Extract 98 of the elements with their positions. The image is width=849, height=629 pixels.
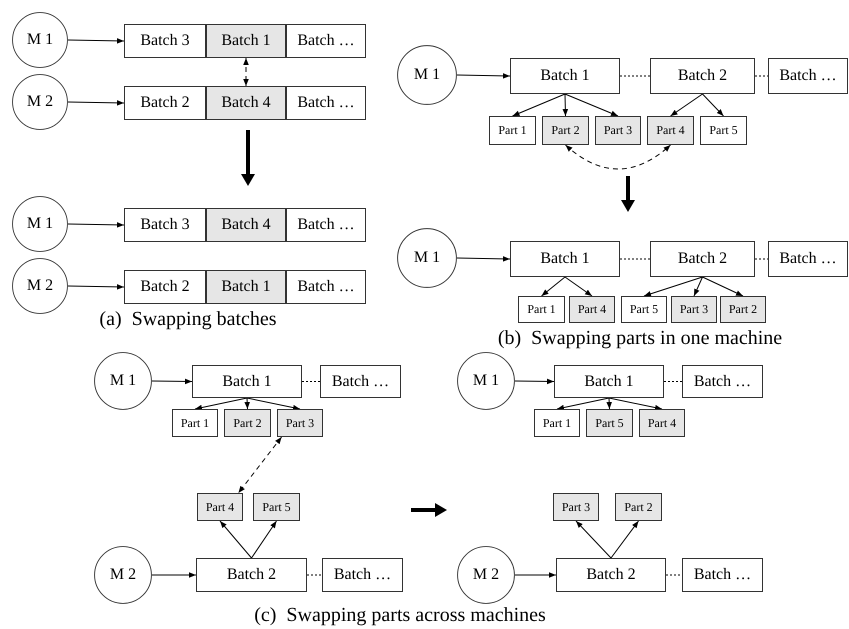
arrow bbox=[220, 520, 252, 558]
batch-box: Batch 3 bbox=[124, 24, 206, 58]
part-box: Part 2 bbox=[615, 493, 662, 521]
part-box: Part 2 bbox=[542, 116, 589, 145]
machine-circle: M 1 bbox=[12, 196, 68, 252]
part-box: Part 5 bbox=[700, 116, 747, 145]
arrow bbox=[68, 222, 124, 228]
connector-line bbox=[620, 258, 650, 260]
batch-box: Batch … bbox=[286, 86, 366, 120]
connector-line bbox=[664, 381, 682, 382]
machine-circle: M 2 bbox=[457, 546, 515, 604]
batch-box: Batch 2 bbox=[124, 270, 206, 304]
figure-caption: (b) Swapping parts in one machine bbox=[498, 327, 782, 350]
batch-box: Batch 4 bbox=[206, 86, 286, 120]
batch-box: Batch 4 bbox=[206, 208, 286, 242]
batch-box: Batch 1 bbox=[206, 24, 286, 58]
arrow bbox=[576, 520, 612, 558]
connector-line bbox=[666, 574, 682, 576]
arrow bbox=[514, 378, 554, 384]
arrow bbox=[194, 398, 248, 410]
part-box: Part 4 bbox=[639, 409, 685, 437]
arrow bbox=[512, 94, 566, 116]
arrow bbox=[670, 94, 703, 116]
connector-line bbox=[302, 381, 320, 382]
batch-box: Batch … bbox=[768, 241, 848, 277]
arrow bbox=[246, 398, 300, 410]
batch-box: Batch … bbox=[682, 365, 763, 398]
arrow bbox=[541, 276, 566, 296]
part-box: Part 3 bbox=[671, 296, 717, 323]
machine-circle: M 2 bbox=[12, 74, 68, 130]
arrow bbox=[251, 520, 277, 558]
machine-circle: M 2 bbox=[94, 546, 152, 604]
machine-circle: M 1 bbox=[397, 45, 457, 105]
batch-box: Batch 1 bbox=[206, 270, 286, 304]
arrow bbox=[556, 398, 610, 410]
arrow bbox=[514, 572, 556, 578]
arrow bbox=[238, 436, 282, 494]
connector-line bbox=[306, 574, 322, 576]
batch-box: Batch 2 bbox=[556, 558, 666, 592]
part-box: Part 1 bbox=[534, 409, 580, 437]
batch-box: Batch 3 bbox=[124, 208, 206, 242]
batch-box: Batch … bbox=[286, 208, 366, 242]
arrow bbox=[456, 256, 510, 262]
arrow bbox=[565, 144, 671, 170]
arrow bbox=[68, 38, 124, 44]
batch-box: Batch … bbox=[768, 58, 848, 94]
batch-box: Batch … bbox=[320, 365, 401, 398]
machine-circle: M 1 bbox=[12, 12, 68, 68]
batch-box: Batch … bbox=[286, 24, 366, 58]
arrow bbox=[456, 73, 510, 79]
arrow bbox=[702, 276, 744, 296]
arrow bbox=[694, 276, 703, 296]
batch-box: Batch 1 bbox=[510, 58, 620, 94]
arrow bbox=[564, 276, 592, 296]
part-box: Part 2 bbox=[720, 296, 766, 323]
arrow bbox=[610, 520, 639, 558]
arrow bbox=[244, 398, 250, 410]
arrow bbox=[606, 398, 612, 410]
part-box: Part 1 bbox=[172, 409, 218, 437]
part-box: Part 2 bbox=[224, 409, 271, 437]
arrow bbox=[608, 398, 662, 410]
arrow bbox=[152, 378, 192, 384]
machine-circle: M 1 bbox=[397, 228, 457, 288]
part-box: Part 1 bbox=[518, 296, 565, 323]
part-box: Part 4 bbox=[197, 493, 243, 521]
batch-box: Batch 2 bbox=[650, 58, 755, 94]
arrow bbox=[68, 100, 124, 106]
batch-box: Batch 2 bbox=[650, 241, 755, 277]
part-box: Part 4 bbox=[647, 116, 694, 145]
part-box: Part 3 bbox=[595, 116, 641, 145]
batch-box: Batch 1 bbox=[192, 365, 302, 398]
machine-circle: M 2 bbox=[12, 258, 68, 314]
arrow bbox=[562, 94, 568, 116]
figure-caption: (c) Swapping parts across machines bbox=[254, 604, 546, 627]
batch-box: Batch … bbox=[322, 558, 403, 592]
connector-line bbox=[754, 258, 768, 260]
part-box: Part 5 bbox=[253, 493, 300, 521]
batch-box: Batch … bbox=[682, 558, 763, 592]
part-box: Part 1 bbox=[489, 116, 536, 145]
arrow bbox=[152, 572, 196, 578]
machine-circle: M 1 bbox=[457, 352, 515, 410]
part-box: Part 5 bbox=[621, 296, 667, 323]
batch-box: Batch 2 bbox=[124, 86, 206, 120]
figure-caption: (a) Swapping batches bbox=[99, 308, 277, 331]
batch-box: Batch … bbox=[286, 270, 366, 304]
arrow bbox=[702, 94, 724, 116]
part-box: Part 3 bbox=[277, 409, 323, 437]
machine-circle: M 1 bbox=[94, 352, 152, 410]
part-box: Part 5 bbox=[586, 409, 633, 437]
arrow bbox=[68, 284, 124, 290]
part-box: Part 3 bbox=[553, 493, 599, 521]
batch-box: Batch 2 bbox=[196, 558, 307, 592]
arrow bbox=[243, 58, 249, 86]
part-box: Part 4 bbox=[569, 296, 615, 323]
batch-box: Batch 1 bbox=[554, 365, 664, 398]
batch-box: Batch 1 bbox=[510, 241, 620, 277]
arrow bbox=[564, 94, 618, 116]
arrow bbox=[644, 276, 703, 296]
